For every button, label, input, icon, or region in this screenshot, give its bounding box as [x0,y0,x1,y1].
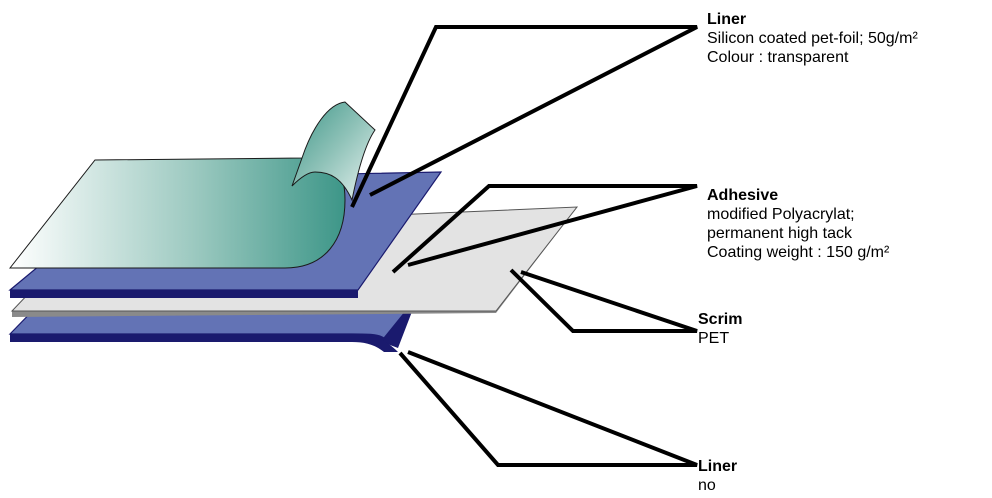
scrim-leader [509,268,698,333]
top-liner-sheet [8,101,376,269]
callout-line: Silicon coated pet-foil; 50g/m² [707,30,918,47]
callout-line: no [698,477,716,494]
callout-line: Colour : transparent [707,49,849,66]
callout-line: Coating weight : 150 g/m² [707,244,890,261]
callout-title: Liner [707,11,747,28]
callout-line: permanent high tack [707,225,852,242]
callout-adhesive: Adhesive modified Polyacrylat; permanent… [707,186,889,262]
callout-liner-bottom: Liner no [698,457,737,495]
callout-line: PET [698,330,730,347]
callout-title: Liner [698,458,738,475]
callout-line: modified Polyacrylat; [707,206,855,223]
liner-top-leader [350,25,698,208]
adhesive-leader [391,184,698,274]
liner-bottom-leader [398,350,698,467]
callout-scrim: Scrim PET [698,310,742,348]
callout-title: Scrim [698,311,743,328]
callout-leaders [350,25,698,467]
callout-title: Adhesive [707,187,779,204]
callout-liner-top: Liner Silicon coated pet-foil; 50g/m² Co… [707,10,918,67]
